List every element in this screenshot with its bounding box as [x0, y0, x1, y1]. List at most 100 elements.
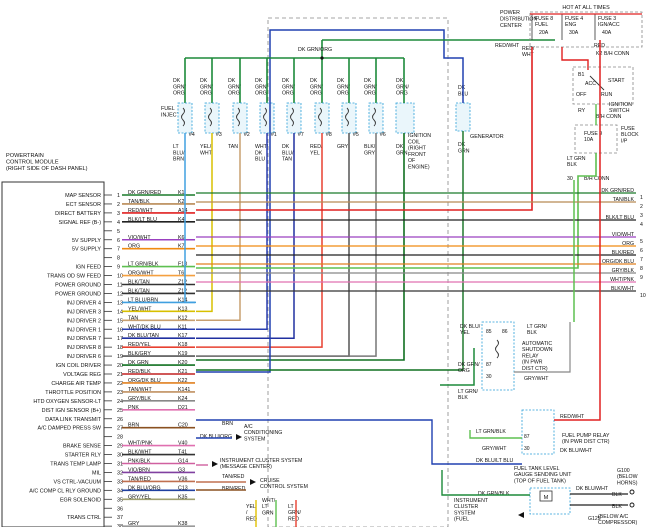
- pcm-pin-wire-label: PNK/BLK: [128, 459, 151, 465]
- pcm-title-line: CONTROL MODULE: [6, 160, 59, 166]
- fuel-tank-wire-left: DK GRN/BLK: [478, 491, 510, 497]
- asd-output-wire: [440, 348, 475, 386]
- ign-switch-box: [572, 66, 634, 105]
- cruise-yel-red-label: RED: [246, 516, 257, 522]
- pcm-pin-circuit: K7: [178, 244, 185, 250]
- pcm-pin-wire-label: YEL/WHT: [128, 306, 152, 312]
- pcm-pin-label: ECT SENSOR: [66, 202, 101, 208]
- pcm-pin-circuit: K1: [178, 190, 185, 196]
- injector-top-wire-label: DK: [364, 78, 372, 84]
- pcm-pin-number: 2: [117, 202, 120, 208]
- cruise-wht-lt-grn-label: GRN: [262, 510, 274, 516]
- pcm-pin-label: A/C COMP CL RLY GROUND: [29, 488, 101, 494]
- pcm-pin-number: 17: [117, 336, 123, 342]
- pcm-pin-circuit: K19: [178, 351, 187, 357]
- pcm-pin-number: 30: [117, 453, 123, 459]
- right-wire-number: 5: [640, 239, 643, 245]
- pcm-pin-wire-label: TAN/RED: [128, 476, 151, 482]
- pcm-pin-circuit: K24: [178, 396, 187, 402]
- coil-driver-wire: [196, 133, 405, 361]
- fuel-tank-label: GAUGE SENDING UNIT: [514, 472, 572, 478]
- pcm-pin-wire-label: BLK/LT BLU: [128, 217, 157, 223]
- coil-bottom-wire-label: DK: [396, 144, 404, 150]
- pcm-pin-number: 19: [117, 354, 123, 360]
- injector-top-wire-label: GRN/: [364, 84, 378, 90]
- injector-coil-icon: [263, 107, 267, 127]
- injector-body: [232, 102, 248, 134]
- pcm-pin-number: 32: [117, 470, 123, 476]
- injector-bottom-wire-label: LT: [173, 144, 179, 150]
- pcm-pin-wire-label: RED/BLK: [128, 369, 151, 375]
- fuel-gauge-arrow-icon: [518, 512, 524, 518]
- injector-body: [341, 102, 357, 134]
- pcm-pin-number: 31: [117, 462, 123, 468]
- injector-bottom-wire-label: DK: [255, 150, 263, 156]
- injector-top-wire-label: ORG: [173, 91, 185, 97]
- right-wire-label: TAN/BLK: [613, 197, 635, 203]
- ign-switch-conn: B/H CONN: [596, 114, 622, 120]
- pcm-pin-number: 5: [117, 229, 120, 235]
- pcm-pin-circuit: K17: [178, 333, 187, 339]
- injector-top-wire-label: DK: [173, 78, 181, 84]
- right-wire-number: 10: [640, 293, 646, 299]
- right-wire-number: 1: [640, 195, 643, 201]
- injector-top-wire-label: ORG: [200, 91, 212, 97]
- asd-relay-coil: [495, 339, 499, 359]
- pdc-red-wht-label: RED/WHT: [495, 43, 520, 49]
- pcm-pin-circuit: K141: [178, 387, 190, 393]
- pcm-pin-circuit: K4: [178, 217, 185, 223]
- asd-relay-pin: 87: [486, 362, 492, 368]
- injector-top-wire-label: DK: [200, 78, 208, 84]
- pcm-pin-wire-label: TAN: [128, 315, 138, 321]
- pcm-pin-wire-label: DK GRN: [128, 360, 149, 366]
- fuel-pump-relay-bottom-wire: DK BLU/LT BLU: [476, 458, 514, 464]
- pcm-pin-circuit: K18: [178, 342, 187, 348]
- ignition-coil-label: (RIGHT: [408, 146, 427, 152]
- pcm-pin-number: 3: [117, 211, 120, 217]
- pcm-pin-label: VS CTRL-VACUUM: [53, 479, 101, 485]
- fuel-pump-coil-wire: [469, 430, 522, 439]
- asd-relay-gry-wht: GRY/WHT: [524, 376, 549, 382]
- pcm-pin-wire-label: ORG/WHT: [128, 271, 154, 277]
- ic-system-label: (FUEL: [454, 517, 469, 523]
- right-wire-number: 2: [640, 204, 643, 210]
- right-wire-number: 8: [640, 266, 643, 272]
- fuel-pump-relay-gry-wht: GRY/WHT: [482, 446, 507, 452]
- injector-bottom-wire-label: YEL/: [200, 144, 212, 150]
- injector-body: [177, 102, 193, 134]
- fuse-block-wire-label: BLK: [567, 162, 577, 168]
- injector-top-wire-label: GRN/: [173, 84, 187, 90]
- g100-label: G100: [617, 468, 630, 474]
- pcm-pin-label: BRAKE SENSE: [63, 444, 101, 450]
- ign-switch-contact: [589, 75, 605, 91]
- fuel-pump-relay-label: (IN PWR DIST CTR): [562, 439, 610, 445]
- pcm-pin-circuit: V40: [178, 441, 187, 447]
- right-wire-number: 7: [640, 257, 643, 263]
- coil-top-wire-label: DK: [396, 78, 404, 84]
- fuel-tank-wire-right: DK BLU/WHT: [576, 486, 609, 492]
- fuel-level-wire: [441, 470, 530, 496]
- generator-bottom-wire-label: GRN: [458, 148, 470, 154]
- pcm-pin-number: 20: [117, 363, 123, 369]
- asd-relay-right-wire: BLK: [527, 330, 537, 336]
- right-wire-number: 6: [640, 248, 643, 254]
- pcm-pin-circuit: F18: [178, 262, 187, 268]
- right-wire-label: GRY/BLK: [612, 268, 635, 274]
- pcm-pin-circuit: C13: [178, 485, 188, 491]
- injector-bottom-wire-label: GRY: [364, 150, 376, 156]
- right-wire-number: 4: [640, 222, 643, 228]
- asd-relay-pin: 85: [486, 329, 492, 335]
- pcm-pin-wire-label: BRN: [128, 423, 139, 429]
- injector-signal-wire: [196, 133, 213, 313]
- ign-switch-label: IGNITION: [609, 102, 632, 108]
- ic-system-label: INSTRUMENT: [454, 498, 489, 504]
- pdc-box: [529, 11, 643, 48]
- ac-system-label: SYSTEM: [244, 436, 265, 442]
- fuel-tank-box: [529, 487, 571, 515]
- pdc-red-wht-label-2: RED/: [522, 46, 535, 52]
- injector-signal-wire: [196, 133, 323, 348]
- fuse-block-label: BLOCK: [621, 132, 639, 138]
- feed-bus-label: DK GRN/ORG: [298, 47, 332, 53]
- injector-bottom-wire-label: DK: [282, 144, 290, 150]
- asd-relay-label: AUTOMATIC: [522, 341, 552, 347]
